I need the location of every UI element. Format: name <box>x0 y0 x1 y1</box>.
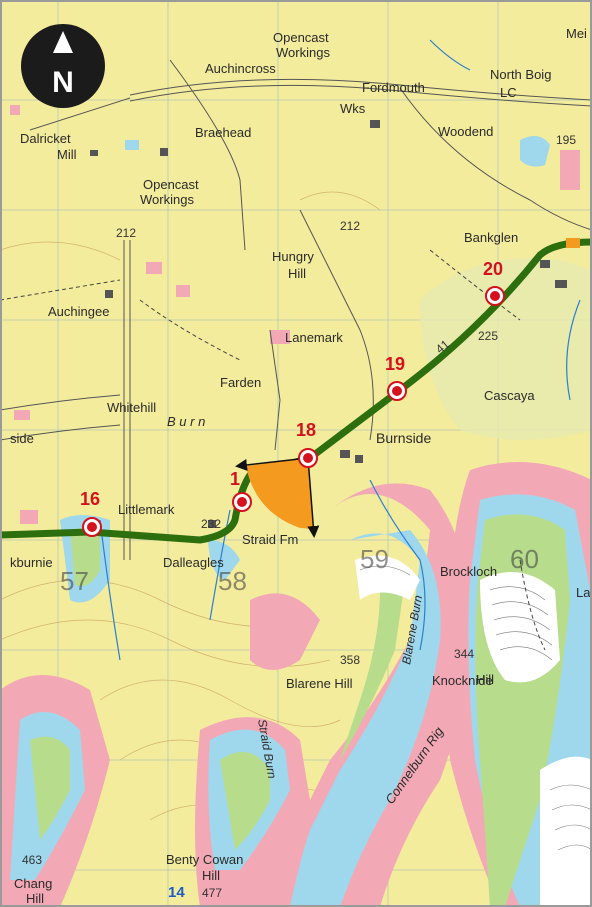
label-auchincross: Auchincross <box>205 61 276 76</box>
label-side: side <box>10 431 34 446</box>
height-212-b: 212 <box>340 219 360 233</box>
label-brockloch: Brockloch <box>440 564 497 579</box>
label-benty-cowan-hill: Hill <box>202 868 220 883</box>
place-labels: Opencast Workings Auchincross Fordmouth … <box>10 26 591 906</box>
roads <box>0 59 592 560</box>
viewpoint-20[interactable]: 20 <box>483 259 505 306</box>
label-chang-hill: Hill <box>26 891 44 906</box>
grid-58: 58 <box>218 566 247 596</box>
label-benty-cowan: Benty Cowan <box>166 852 243 867</box>
north-arrow-icon: N <box>21 24 105 108</box>
label-blarene-hill: Blarene Hill <box>286 676 353 691</box>
label-fordmouth: Fordmouth <box>362 80 425 95</box>
height-195: 195 <box>556 133 576 147</box>
pale-green-area <box>420 258 592 440</box>
label-burn: B u r n <box>167 414 205 429</box>
label-mill: Mill <box>57 147 77 162</box>
label-knocknide: Knocknide <box>432 673 493 688</box>
label-la: La <box>576 585 591 600</box>
viewpoint-17-label: 1 <box>230 469 240 489</box>
viewpoint-18[interactable]: 18 <box>296 420 318 468</box>
route-end-marker <box>566 238 580 248</box>
label-workings-1: Workings <box>276 45 330 60</box>
height-212-a: 212 <box>116 226 136 240</box>
label-hungry: Hungry <box>272 249 314 264</box>
label-north-boig: North Boig <box>490 67 551 82</box>
viewpoint-20-label: 20 <box>483 259 503 279</box>
label-wks: Wks <box>340 101 366 116</box>
blue-marker-14: 14 <box>168 884 185 901</box>
label-littlemark: Littlemark <box>118 502 175 517</box>
grid-60: 60 <box>510 544 539 574</box>
height-225: 225 <box>478 329 498 343</box>
grid-numbers: 57 58 59 60 <box>60 544 539 596</box>
label-mei: Mei <box>566 26 587 41</box>
label-dalleagles: Dalleagles <box>163 555 224 570</box>
buildings <box>90 120 567 528</box>
label-hungry-hill: Hill <box>288 266 306 281</box>
label-workings-2: Workings <box>140 192 194 207</box>
view-cone-arrow-right <box>307 457 320 538</box>
spot-heights: 212 212 195 225 232 358 344 463 477 41 <box>22 133 576 900</box>
height-358: 358 <box>340 653 360 667</box>
streams <box>99 39 581 661</box>
viewpoint-18-label: 18 <box>296 420 316 440</box>
viewpoint-16-label: 16 <box>80 489 100 509</box>
label-lanemark: Lanemark <box>285 330 343 345</box>
landcover-zones <box>0 105 592 907</box>
grid-57: 57 <box>60 566 89 596</box>
label-farden: Farden <box>220 375 261 390</box>
view-cone <box>246 458 313 530</box>
label-braehead: Braehead <box>195 125 251 140</box>
dense-contours <box>359 565 592 851</box>
label-bankglen: Bankglen <box>464 230 518 245</box>
label-auchingee: Auchingee <box>48 304 109 319</box>
viewpoint-16[interactable]: 16 <box>80 489 102 537</box>
paths <box>0 249 546 651</box>
label-opencast-1: Opencast <box>273 30 329 45</box>
height-344: 344 <box>454 647 474 661</box>
height-232: 232 <box>201 517 221 531</box>
viewpoint-19-label: 19 <box>385 354 405 374</box>
label-knocknide-hill: Hill <box>476 672 494 687</box>
view-cone-arrow-left <box>235 457 309 471</box>
label-burnside: Burnside <box>376 430 431 446</box>
label-opencast-2: Opencast <box>143 177 199 192</box>
label-cascaya: Cascaya <box>484 388 535 403</box>
label-kburnie: kburnie <box>10 555 53 570</box>
label-dalricket: Dalricket <box>20 131 71 146</box>
label-straid-fm: Straid Fm <box>242 532 298 547</box>
label-chang: Chang <box>14 876 52 891</box>
label-lc: LC <box>500 85 517 100</box>
viewpoint-19[interactable]: 19 <box>385 354 407 401</box>
north-arrow-letter: N <box>52 66 74 99</box>
viewpoint-17[interactable]: 1 <box>230 469 252 512</box>
label-woodend: Woodend <box>438 124 493 139</box>
label-whitehill: Whitehill <box>107 400 156 415</box>
height-477: 477 <box>202 886 222 900</box>
height-463: 463 <box>22 853 42 867</box>
grid-59: 59 <box>360 544 389 574</box>
